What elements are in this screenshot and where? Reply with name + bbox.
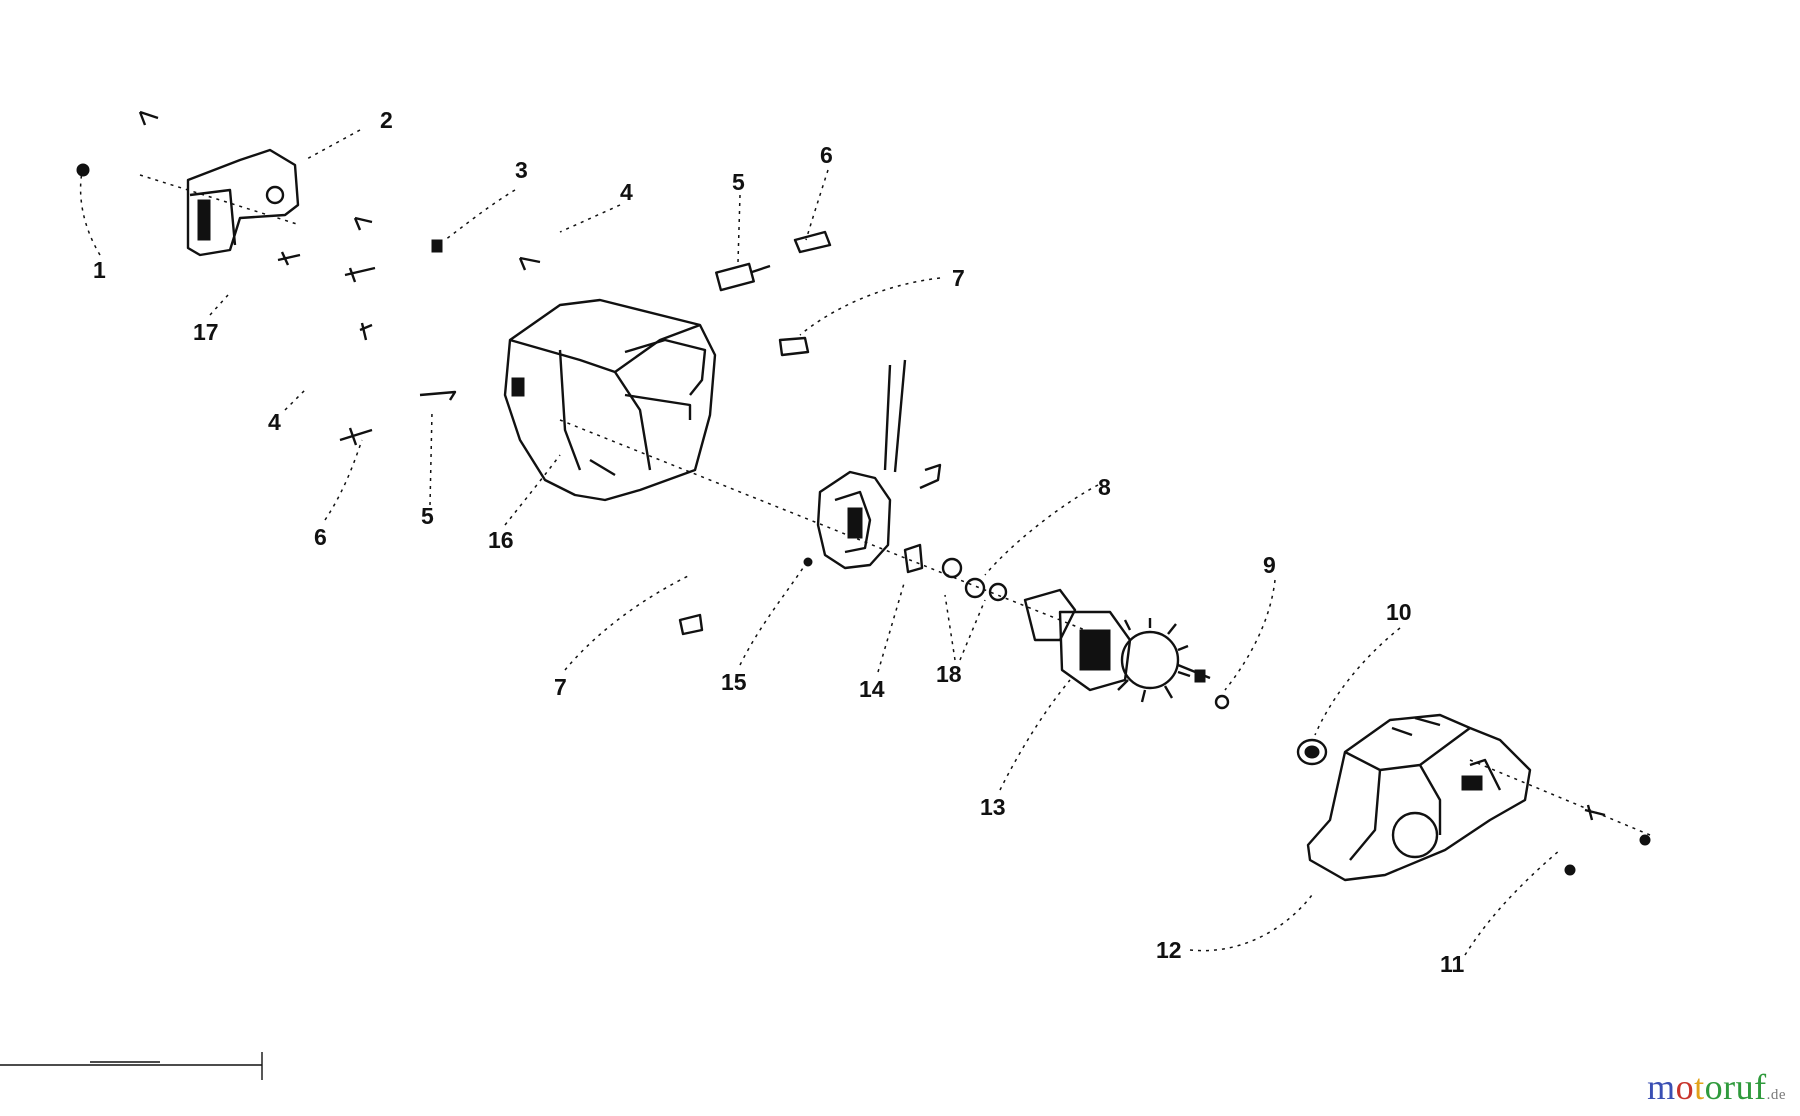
leader-4b [284, 389, 306, 411]
callout-3: 3 [515, 157, 528, 183]
callout-1: 1 [93, 257, 106, 283]
part-motor-housing [503, 298, 717, 502]
leader-3 [444, 189, 516, 241]
part-washer-bearing [1214, 694, 1328, 766]
watermark-part-2: o [1675, 1067, 1695, 1107]
leader-6b [324, 439, 363, 521]
callout-13: 13 [980, 794, 1006, 820]
callout-18: 18 [936, 661, 962, 687]
leader-7a [799, 277, 941, 336]
callout-labels: 1 2 3 4 5 6 7 17 4 6 5 16 7 8 15 14 18 9… [93, 107, 1465, 977]
leader-14 [877, 579, 906, 673]
watermark-part-4: oruf [1704, 1067, 1767, 1107]
callout-15: 15 [721, 669, 747, 695]
leader-7b [564, 574, 691, 671]
callout-7b: 7 [554, 674, 567, 700]
callout-4b: 4 [268, 409, 281, 435]
leader-2 [304, 129, 361, 161]
callout-17: 17 [193, 319, 219, 345]
callout-8: 8 [1098, 474, 1111, 500]
callout-7a: 7 [952, 265, 965, 291]
part-screws-11 [1564, 804, 1651, 876]
watermark-suffix: .de [1766, 1087, 1786, 1103]
leader-10 [1314, 627, 1401, 736]
watermark-logo: motoruf.de [1647, 1066, 1786, 1108]
callout-16: 16 [488, 527, 514, 553]
callout-5b: 5 [421, 503, 434, 529]
part-cap-7 [678, 336, 810, 636]
part-bearings [903, 543, 1008, 602]
part-gear-housing [1306, 713, 1532, 882]
centerline-axis [559, 419, 1111, 641]
part-brush-holder-top [715, 230, 832, 292]
leader-9 [1224, 579, 1276, 691]
leader-lines [79, 129, 1651, 956]
part-screws-1-top [76, 110, 159, 177]
leader-18a [944, 594, 956, 661]
watermark-part-3: t [1694, 1067, 1705, 1107]
leader-1 [79, 171, 101, 256]
callout-4a: 4 [620, 179, 633, 205]
leader-12 [1189, 894, 1313, 952]
callout-14: 14 [859, 676, 885, 702]
callout-12: 12 [1156, 937, 1182, 963]
leader-17 [209, 294, 229, 316]
leader-8 [984, 484, 1099, 576]
watermark-part-1: m [1647, 1067, 1676, 1107]
part-armature [1023, 588, 1211, 703]
leader-15 [739, 564, 806, 666]
leader-6a [805, 169, 829, 241]
part-switch-housing [186, 148, 300, 257]
callout-9: 9 [1263, 552, 1276, 578]
callout-11: 11 [1440, 951, 1465, 977]
leader-16 [504, 454, 561, 526]
leader-13 [999, 679, 1071, 791]
callout-6b: 6 [314, 524, 327, 550]
scale-bar [0, 1052, 263, 1080]
callout-2: 2 [380, 107, 393, 133]
leader-5b [429, 411, 433, 506]
leader-11 [1464, 849, 1561, 956]
callout-6a: 6 [820, 142, 833, 168]
screw-path-right [1469, 759, 1651, 836]
screw-path-left [139, 174, 301, 226]
callout-10: 10 [1386, 599, 1412, 625]
leader-4a [559, 204, 621, 233]
leader-5a [737, 194, 741, 263]
part-small-screws [277, 216, 541, 446]
leader-18b [959, 599, 986, 661]
part-field-coil [803, 359, 942, 570]
callout-5a: 5 [732, 169, 745, 195]
